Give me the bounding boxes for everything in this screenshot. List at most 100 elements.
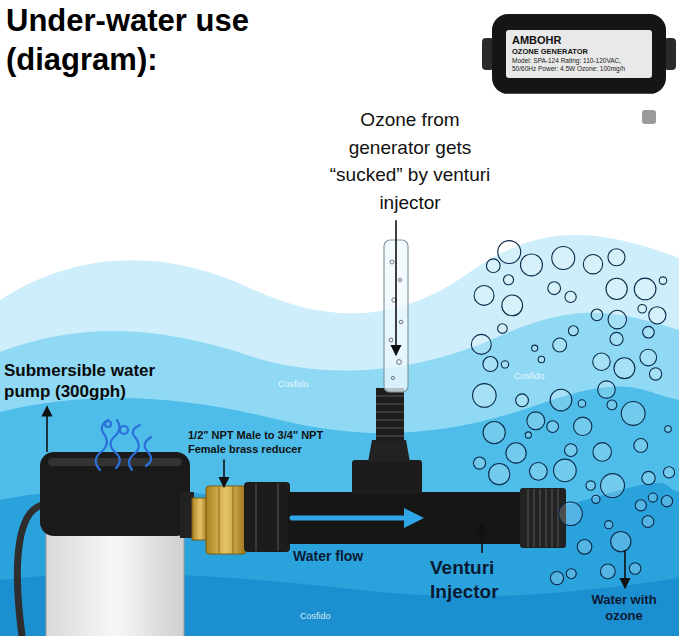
bubble <box>611 531 631 551</box>
venturi-injector-part-part <box>376 411 404 413</box>
brand-name: AMBOHR <box>512 34 646 47</box>
venturi-injector-part <box>352 460 422 494</box>
venturi-injector-part-part <box>376 427 404 429</box>
pump-swirls-part <box>111 420 120 468</box>
bubble <box>559 502 583 526</box>
bubble <box>638 304 647 313</box>
bubble <box>503 275 513 285</box>
bubble <box>592 495 600 503</box>
pump-swirls-part <box>120 426 128 434</box>
bubble <box>474 285 494 305</box>
leader-arrow <box>223 460 225 487</box>
submersible-pump-part <box>17 505 42 636</box>
bubble <box>578 400 586 408</box>
bubble <box>553 338 567 352</box>
bubble <box>502 295 523 316</box>
ozone-generator-casing <box>482 14 676 124</box>
brass-reducer-part <box>219 487 220 553</box>
bubble <box>529 462 547 480</box>
venturi-injector-part <box>244 482 290 552</box>
venturi-injector-part <box>528 489 558 547</box>
bubble <box>642 471 655 484</box>
venturi-injector-part-part <box>527 489 529 547</box>
ozone-generator-casing-part <box>492 14 666 94</box>
bubble <box>538 356 544 362</box>
bubble <box>574 417 592 435</box>
bubble <box>473 457 485 469</box>
part-name: Venturi Injector <box>430 556 545 604</box>
bubble <box>635 500 646 511</box>
bubble <box>501 361 508 368</box>
venturi-injector-part-part <box>539 489 541 547</box>
bubble <box>642 516 654 528</box>
submersible-pump-part <box>40 452 190 536</box>
leader-arrow <box>624 550 626 588</box>
submersible-pump <box>17 452 194 636</box>
venturi-injector-part <box>255 483 257 551</box>
venturi-injector-part-part <box>557 489 559 547</box>
callout-text: 1/2" NPT Male to 3/4" NPT Female brass r… <box>188 428 330 457</box>
pump-swirls-part <box>145 437 151 466</box>
venturi-injector-part-part <box>390 260 394 264</box>
bubble <box>605 521 613 529</box>
bubble <box>525 432 531 438</box>
bubble <box>577 540 592 555</box>
bubble <box>648 493 657 502</box>
bubble <box>473 384 497 408</box>
bubble <box>621 402 645 426</box>
ozone-bubbles <box>471 241 674 585</box>
callout-text: Ozone from generator gets “sucked” by ve… <box>325 106 495 216</box>
bubble <box>498 241 521 264</box>
venturi-injector-part <box>368 440 410 462</box>
submersible-pump-part <box>48 458 182 466</box>
flow-label: Water flow <box>293 548 403 565</box>
venturi-injector-part-part <box>399 320 403 324</box>
venturi-injector <box>244 240 566 552</box>
venturi-injector-part-part <box>545 489 547 547</box>
bubble <box>661 496 672 507</box>
bubble <box>483 357 498 372</box>
callout-text: Submersible water pump (300gph) <box>4 360 186 403</box>
bubble <box>586 481 595 490</box>
bubble <box>565 444 578 457</box>
venturi-injector-part-part <box>376 435 404 437</box>
bubble <box>566 569 576 579</box>
bubble <box>649 368 661 380</box>
leader-arrow <box>46 407 48 453</box>
bubble <box>552 246 575 269</box>
bubble <box>527 412 545 430</box>
brass-reducer-part <box>233 487 234 553</box>
bubble <box>607 400 617 410</box>
venturi-injector-part-part <box>551 489 553 547</box>
bubble <box>629 563 641 575</box>
bubble <box>521 254 543 276</box>
venturi-injector-part-part <box>376 395 404 397</box>
bubble <box>634 278 656 300</box>
bubble <box>610 332 623 345</box>
bubble <box>634 439 648 453</box>
bubble <box>486 259 500 273</box>
venturi-injector-part-part <box>391 376 394 379</box>
brass-reducer <box>192 486 246 554</box>
ozone-generator-casing-part <box>642 110 656 124</box>
bubble <box>483 422 505 444</box>
bubble <box>663 467 674 478</box>
water-flow-arrow-part <box>292 516 408 521</box>
bubble <box>600 564 615 579</box>
bubble <box>550 389 572 411</box>
submersible-pump-part <box>46 522 184 636</box>
venturi-injector-part-part <box>376 403 404 405</box>
bubble <box>591 309 603 321</box>
venturi-injector-part <box>376 396 404 436</box>
bubble <box>643 326 655 338</box>
bubble <box>608 249 625 266</box>
bubble <box>614 358 635 379</box>
product-label: AMBOHROZONE GENERATORModel: SPA-124 Rati… <box>506 30 652 78</box>
watermark: Cosfido <box>300 612 360 622</box>
bubble <box>608 310 627 329</box>
bubble <box>547 421 559 433</box>
venturi-injector-part-part <box>398 278 401 281</box>
bubble <box>506 443 526 463</box>
leader-arrow <box>395 220 397 355</box>
